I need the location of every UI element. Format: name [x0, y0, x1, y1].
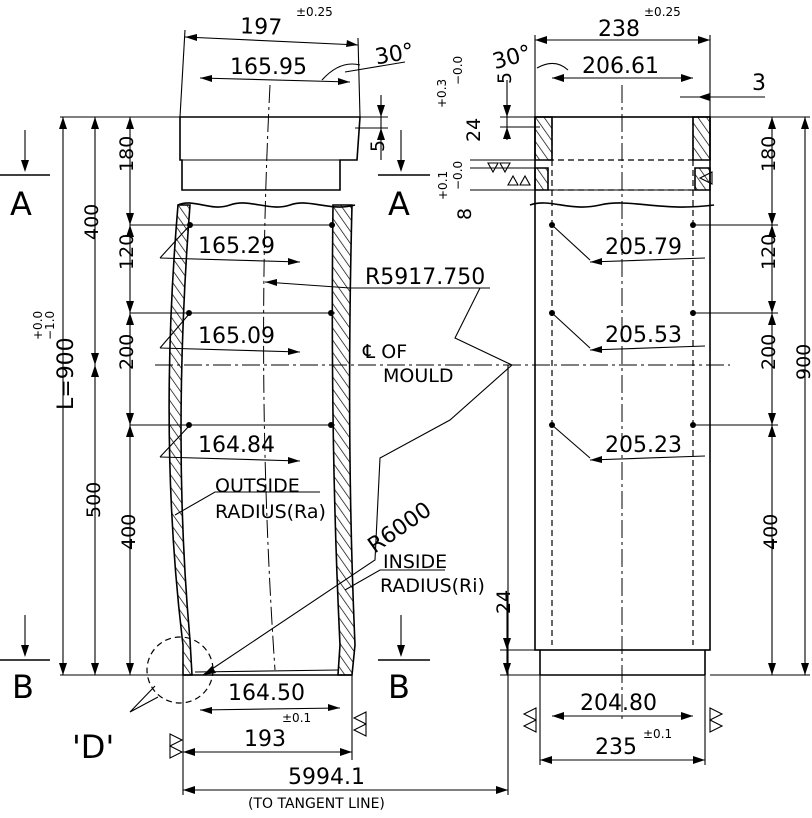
left-dim-120: 120: [116, 234, 138, 270]
right-bottom-width: 235: [595, 735, 637, 760]
section-b-right: B: [388, 668, 410, 706]
left-dim-400-upper: 400: [81, 204, 103, 240]
left-top-width-tol: ±0.25: [296, 5, 333, 19]
left-w2: 165.09: [198, 324, 275, 349]
right-w3: 205.23: [605, 433, 682, 458]
right-dimensions: [470, 35, 810, 765]
left-angle: 30°: [373, 39, 416, 70]
left-cl-label-2: MOULD: [383, 365, 453, 387]
section-markers: [0, 130, 430, 661]
right-w2: 205.53: [605, 323, 682, 348]
left-bottom-width: 193: [244, 727, 286, 752]
left-length: L=900: [54, 337, 79, 410]
right-d8-tol-bot: −0.0: [451, 161, 465, 190]
right-bottom-width-tol: ±0.1: [643, 727, 672, 741]
right-w1: 205.79: [605, 235, 682, 260]
left-dimensions: [59, 29, 513, 795]
right-top-width-tol: ±0.25: [644, 5, 681, 19]
tangent-length: 5994.1: [288, 765, 365, 790]
right-d8: 8: [454, 208, 476, 220]
left-dim-200: 200: [116, 334, 138, 370]
left-w3: 164.84: [198, 433, 275, 458]
right-d24: 24: [463, 118, 485, 142]
left-length-tol-top: +0.0: [31, 311, 45, 340]
left-bottom-width-tol: ±0.1: [282, 711, 311, 725]
section-a-right: A: [388, 185, 410, 223]
left-inner-bottom: [194, 669, 339, 673]
detail-label: 'D': [72, 728, 114, 766]
left-inside-2: RADIUS(Ri): [380, 575, 485, 597]
left-dim-400-lower: 400: [118, 514, 140, 550]
right-top-width: 238: [598, 17, 640, 42]
left-bottom-inner: 164.50: [228, 681, 305, 706]
left-length-tol-bot: −1.0: [43, 311, 57, 340]
left-labels: 197 ±0.25 30° 165.95 5 165.29 165.09 164…: [31, 5, 485, 812]
detail-circle: [146, 636, 214, 704]
right-labels: 238 ±0.25 30° 5 206.61 3 24 +0.3 −0.0 8 …: [435, 5, 812, 760]
left-chamfer: 5: [367, 140, 389, 152]
right-angle: 30°: [490, 41, 534, 75]
left-view: [129, 84, 730, 713]
right-dim-900: 900: [793, 344, 812, 380]
right-dim-180: 180: [758, 136, 780, 172]
left-w1: 165.29: [198, 234, 275, 259]
left-cl-label-1: ℄ OF: [362, 341, 407, 363]
detail-leader: [129, 685, 159, 713]
left-outside-2: RADIUS(Ra): [215, 501, 326, 523]
left-centerline: [263, 84, 276, 671]
left-wall-left: [168, 204, 193, 676]
right-d24-tol-top: +0.3: [435, 79, 449, 108]
right-dim-400: 400: [760, 514, 782, 550]
tangent-note: (TO TANGENT LINE): [248, 796, 385, 812]
right-dim-24: 24: [493, 590, 515, 614]
right-chamfer: 5: [494, 72, 516, 84]
left-top-width: 197: [240, 14, 283, 40]
right-dim-120: 120: [758, 234, 780, 270]
left-r-center: R5917.750: [365, 265, 485, 290]
section-a-left: A: [10, 185, 32, 223]
left-top-inner: 165.95: [230, 55, 307, 80]
left-wall-right: [331, 204, 356, 676]
right-dim-200: 200: [758, 334, 780, 370]
right-bottom-inner: 204.80: [580, 691, 657, 716]
right-top-inner: 206.61: [582, 54, 659, 79]
left-top-flange: [179, 116, 361, 191]
left-inside-1: INSIDE: [383, 551, 447, 573]
left-dim-180: 180: [116, 136, 138, 172]
right-d24-tol-bot: −0.0: [451, 56, 465, 85]
left-dim-500: 500: [83, 482, 105, 518]
left-break-line: [177, 202, 356, 208]
section-labels: A A B B: [10, 185, 410, 706]
right-gap: 3: [752, 71, 766, 96]
right-view: [529, 85, 715, 720]
section-b-left: B: [12, 668, 34, 706]
left-r-inside: R6000: [364, 497, 437, 558]
right-d8-tol-top: +0.1: [436, 171, 450, 200]
left-outside-1: OUTSIDE: [215, 475, 300, 497]
